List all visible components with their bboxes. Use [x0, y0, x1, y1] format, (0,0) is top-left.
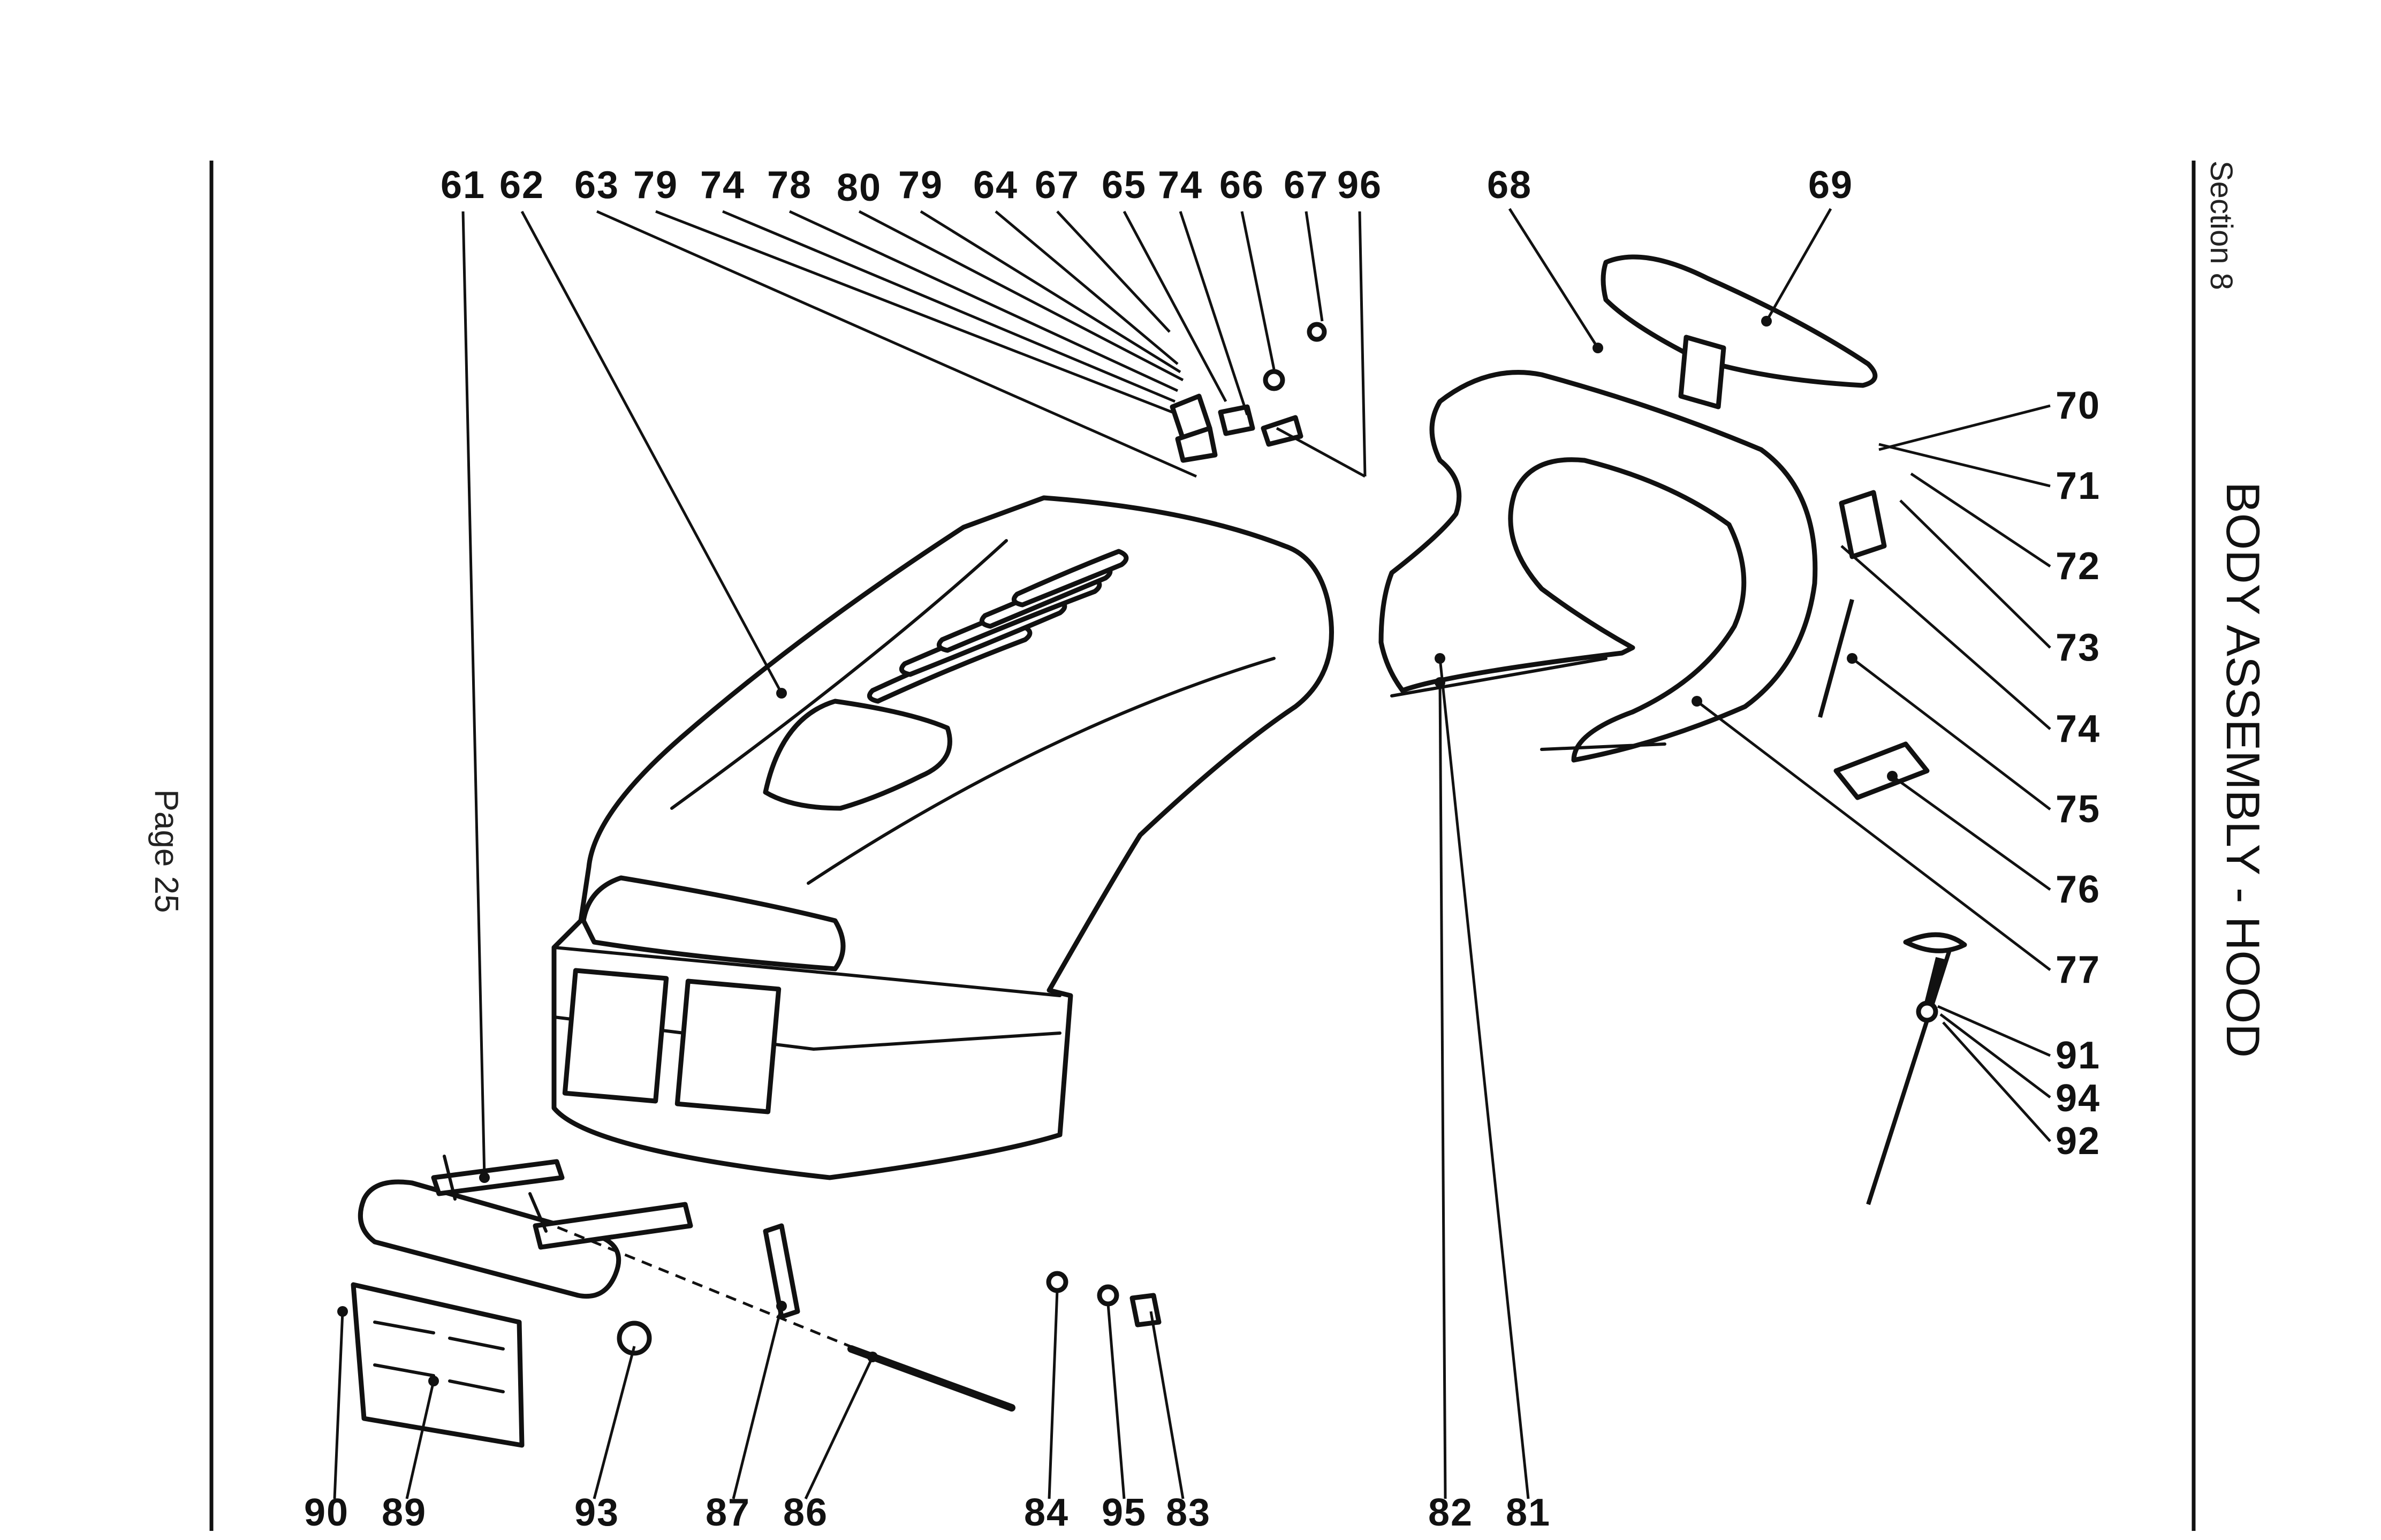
callout-62: 62 — [499, 164, 544, 207]
callout-70: 70 — [2056, 384, 2101, 427]
callout-71: 71 — [2056, 465, 2101, 507]
callouts-right: 70 71 72 73 74 75 76 77 91 94 92 — [2056, 384, 2101, 1163]
bolt-83-part — [1129, 1293, 1162, 1327]
callout-63: 63 — [574, 164, 619, 207]
callout-89: 89 — [382, 1491, 427, 1534]
callout-74c: 74 — [2056, 708, 2101, 750]
lever-assembly-part — [1839, 490, 1887, 559]
hood-grille-left — [562, 968, 669, 1104]
callout-66: 66 — [1219, 164, 1264, 207]
callout-95: 95 — [1102, 1491, 1147, 1534]
callout-69: 69 — [1808, 164, 1853, 207]
callout-79: 79 — [633, 164, 678, 207]
callout-77: 77 — [2056, 949, 2101, 991]
callout-67b: 67 — [1284, 164, 1329, 207]
callout-61: 61 — [441, 164, 486, 207]
bumper-bracket-part — [358, 1155, 693, 1299]
callout-84: 84 — [1024, 1491, 1069, 1534]
knob-part — [617, 1321, 652, 1356]
callout-94: 94 — [2056, 1077, 2101, 1120]
callout-82: 82 — [1428, 1491, 1473, 1534]
callout-68: 68 — [1487, 164, 1532, 207]
hood-part — [551, 495, 1334, 1180]
callout-74: 74 — [700, 164, 745, 207]
dash-console-part — [1378, 370, 1818, 763]
callout-72: 72 — [2056, 545, 2101, 588]
leader-dots — [337, 316, 1898, 1386]
callout-92: 92 — [2056, 1120, 2101, 1163]
callout-64: 64 — [973, 164, 1018, 207]
cable-75-part — [1818, 598, 1854, 718]
callout-83: 83 — [1166, 1491, 1211, 1534]
rod-part — [847, 1345, 1015, 1412]
callout-86: 86 — [783, 1491, 828, 1534]
callout-81: 81 — [1506, 1491, 1551, 1534]
callout-76: 76 — [2056, 868, 2101, 911]
callout-91: 91 — [2056, 1034, 2101, 1077]
section-label: Section 8 — [2204, 161, 2239, 290]
callout-78: 78 — [767, 164, 812, 207]
page-label: Page 25 — [148, 790, 185, 913]
hood-vents — [867, 549, 1129, 704]
callout-93: 93 — [574, 1491, 619, 1534]
callout-74b: 74 — [1158, 164, 1203, 207]
callout-80: 80 — [837, 166, 882, 209]
callouts-bottom: 90 89 93 87 86 84 95 83 82 81 — [304, 1491, 1551, 1534]
steering-wheel-part — [1601, 254, 1878, 409]
plate-76-part — [1833, 741, 1930, 800]
callout-90: 90 — [304, 1491, 349, 1534]
spring-part — [763, 1223, 800, 1319]
callout-65: 65 — [1102, 164, 1147, 207]
leader-lines — [333, 208, 2051, 1500]
hood-grille-right — [674, 978, 782, 1114]
callout-73: 73 — [2056, 626, 2101, 669]
throttle-cable-part — [1866, 932, 1967, 1205]
nut-84-part — [1046, 1271, 1068, 1293]
callout-87: 87 — [706, 1491, 750, 1534]
callout-67: 67 — [1035, 164, 1080, 207]
page-title: BODY ASSEMBLY - HOOD — [2217, 482, 2270, 1058]
callout-75: 75 — [2056, 788, 2101, 831]
nut-95-part — [1097, 1284, 1119, 1307]
callout-96: 96 — [1337, 164, 1382, 207]
callout-79b: 79 — [898, 164, 943, 207]
callouts-top: 61 62 63 79 74 78 80 79 64 67 65 74 66 6… — [441, 164, 1853, 209]
